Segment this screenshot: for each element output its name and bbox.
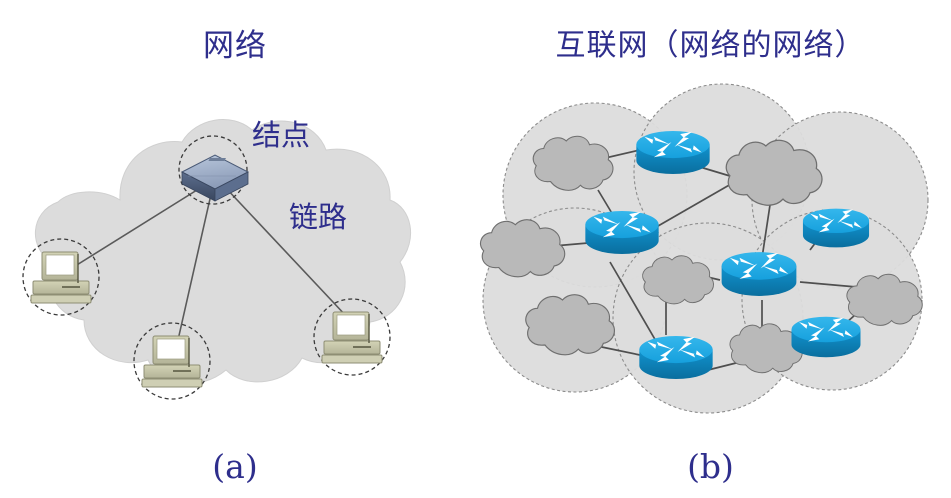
endpoint-circles — [22, 135, 391, 400]
host-highlight-circle — [133, 322, 211, 400]
link-line-icon — [223, 185, 349, 319]
desktop-computer-icon — [321, 311, 383, 364]
host-highlight-circle — [313, 298, 391, 376]
switch-icon — [180, 154, 250, 202]
links-group — [71, 184, 349, 341]
host-highlight-circle — [22, 238, 100, 316]
desktop-computer-icon — [141, 335, 203, 388]
panel-a-graphics — [22, 119, 412, 400]
router-icon — [791, 316, 861, 358]
panel-internet: 互联网（网络的网络） — [470, 0, 951, 498]
router-icon — [721, 252, 797, 296]
panel-b-title: 互联网（网络的网络） — [555, 28, 866, 63]
link-line-icon — [71, 184, 206, 269]
panel-a-title: 网络 — [203, 28, 267, 64]
desktop-computer-icon — [30, 251, 92, 304]
router-icon — [585, 210, 659, 255]
link-label: 链路 — [289, 200, 348, 234]
link-line-icon — [177, 189, 213, 341]
panel-b-graphics — [479, 83, 929, 414]
router-icon — [802, 208, 870, 248]
panel-b-caption: (b) — [687, 447, 734, 486]
link-line-icon — [761, 204, 771, 259]
node-label: 结点 — [252, 118, 311, 152]
router-icon — [639, 335, 713, 380]
router-icon — [636, 130, 710, 175]
panel-a-caption: (a) — [212, 447, 258, 486]
link-line-icon — [609, 261, 661, 349]
panel-network: 网络 — [0, 0, 470, 498]
node-highlight-circle — [178, 135, 248, 205]
